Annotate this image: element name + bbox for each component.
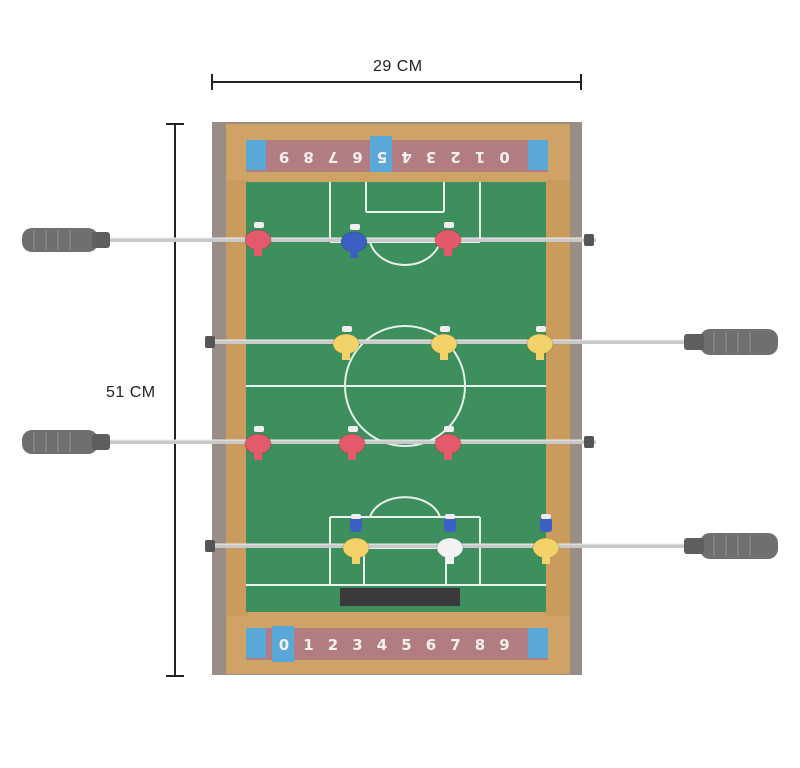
width-dimension-label: 29 CM [373, 58, 423, 75]
rod-end-cap [205, 540, 215, 552]
score-digit-bottom: 8 [475, 636, 485, 654]
rod-end-cap [584, 234, 594, 246]
player-figure [532, 514, 560, 564]
rod-handle[interactable] [684, 329, 778, 355]
rod-end-cap [205, 336, 215, 348]
score-digit-bottom: 4 [377, 636, 387, 654]
score-digit-bottom: 9 [499, 636, 509, 654]
score-digit-bottom: 1 [303, 636, 313, 654]
player-figure [340, 224, 368, 258]
score-digit-top: 7 [328, 148, 338, 166]
height-dimension-line [166, 123, 184, 677]
player-figure [338, 426, 366, 460]
player-figure [526, 326, 554, 360]
player-figure [430, 326, 458, 360]
score-digit-top: 0 [499, 148, 509, 166]
score-marker-bottom[interactable] [272, 626, 294, 662]
player-figure [436, 514, 464, 564]
score-digit-bottom: 0 [279, 636, 289, 654]
table-wood-left [226, 180, 248, 616]
goal-opening [340, 588, 460, 606]
score-digit-top: 4 [401, 148, 411, 166]
score-digit-bottom: 5 [401, 636, 411, 654]
playing-field [246, 182, 546, 612]
player-figure [244, 222, 272, 256]
player-figure [434, 426, 462, 460]
rod-handle[interactable] [22, 430, 110, 454]
player-figure [332, 326, 360, 360]
player-figure [244, 426, 272, 460]
score-digit-top: 2 [450, 148, 460, 166]
score-digit-top: 8 [303, 148, 313, 166]
score-digit-bottom: 2 [328, 636, 338, 654]
score-marker-top[interactable] [370, 136, 392, 172]
height-dimension-label: 51 CM [106, 384, 156, 401]
rod-handle[interactable] [22, 228, 110, 252]
rod-handle[interactable] [684, 533, 778, 559]
rod-end-cap [584, 436, 594, 448]
player-figure [342, 514, 370, 564]
score-digit-bottom: 7 [450, 636, 460, 654]
score-digit-top: 6 [352, 148, 362, 166]
width-dimension-line [211, 74, 582, 90]
score-digit-top: 9 [279, 148, 289, 166]
score-digit-top: 5 [377, 148, 387, 166]
score-digit-top: 3 [426, 148, 436, 166]
score-digit-bottom: 6 [426, 636, 436, 654]
player-figure [434, 222, 462, 256]
score-digit-bottom: 3 [352, 636, 362, 654]
score-digit-top: 1 [475, 148, 485, 166]
